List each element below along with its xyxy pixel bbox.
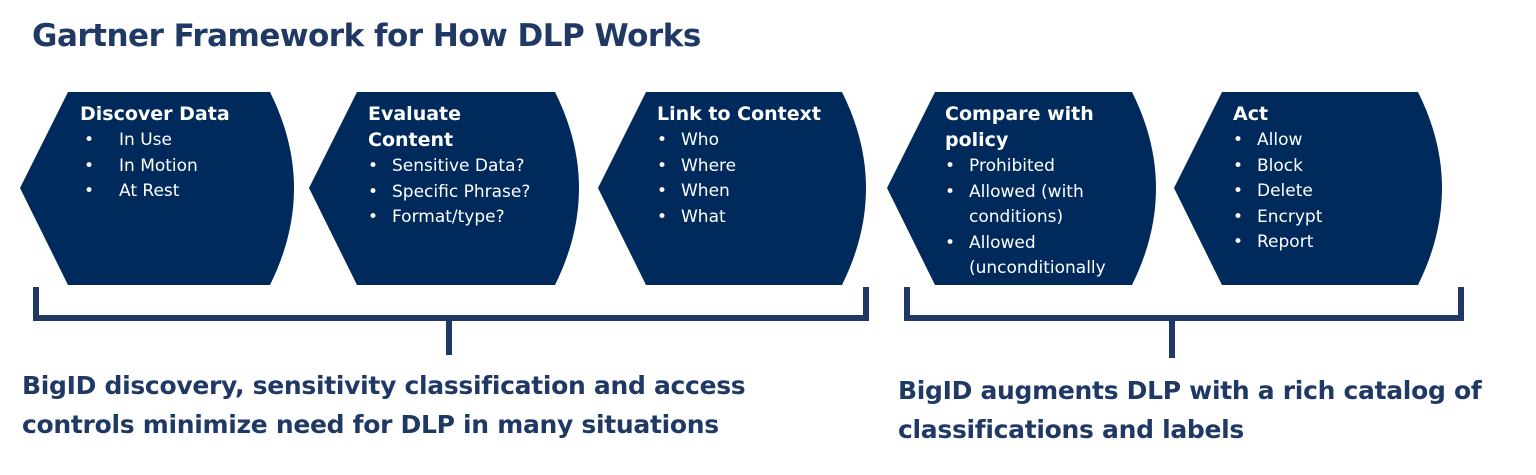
caption-line: BigID discovery, sensitivity classificat…: [22, 371, 746, 400]
left-bracket: [33, 287, 869, 321]
stage-heading-line: policy: [945, 129, 1009, 151]
list-item: At Rest: [80, 179, 280, 205]
stage-item-list: Allow Block Delete Encrypt Report: [1233, 128, 1423, 256]
list-item: Allow: [1233, 128, 1423, 154]
stage-heading: Link to Context: [657, 103, 821, 125]
list-item: Report: [1233, 230, 1423, 256]
stage-discover-data: Discover Data In Use In Motion At Rest: [80, 101, 280, 205]
caption-line: classifications and labels: [898, 415, 1245, 444]
diagram-title: Gartner Framework for How DLP Works: [32, 18, 701, 54]
stage-heading: Compare with policy: [945, 101, 1135, 153]
left-caption: BigID discovery, sensitivity classificat…: [22, 366, 882, 444]
list-item: Who: [657, 128, 857, 154]
list-item: When: [657, 179, 857, 205]
list-item: Block: [1233, 154, 1423, 180]
stage-act: Act Allow Block Delete Encrypt Report: [1233, 101, 1423, 256]
list-item: Sensitive Data?: [368, 154, 573, 180]
stage-item-list: In Use In Motion At Rest: [80, 128, 280, 205]
list-item: Delete: [1233, 179, 1423, 205]
right-caption: BigID augments DLP with a rich catalog o…: [898, 371, 1528, 449]
list-item: Specific Phrase?: [368, 180, 573, 206]
stage-heading: Evaluate Content: [368, 101, 573, 153]
list-item: Where: [657, 154, 857, 180]
stage-evaluate-content: Evaluate Content Sensitive Data? Specifi…: [368, 101, 573, 231]
stage-item-list: Sensitive Data? Specific Phrase? Format/…: [368, 154, 573, 231]
list-item: In Motion: [80, 154, 280, 180]
list-item: Prohibited: [945, 154, 1135, 180]
caption-line: controls minimize need for DLP in many s…: [22, 410, 719, 439]
list-item: Allowed (with conditions): [945, 180, 1135, 231]
list-item: Format/type?: [368, 205, 573, 231]
list-item: What: [657, 205, 857, 231]
right-bracket: [904, 287, 1464, 321]
stage-heading-line: Compare with: [945, 103, 1094, 125]
stage-heading: Act: [1233, 103, 1269, 125]
stage-item-list: Prohibited Allowed (with conditions) All…: [945, 154, 1135, 282]
stage-heading-line: Content: [368, 129, 454, 151]
stage-heading-line: Evaluate: [368, 103, 462, 125]
stage-heading: Discover Data: [80, 103, 230, 125]
caption-line: BigID augments DLP with a rich catalog o…: [898, 376, 1482, 405]
list-item: Encrypt: [1233, 205, 1423, 231]
stage-item-list: Who Where When What: [657, 128, 857, 230]
stage-compare-with-policy: Compare with policy Prohibited Allowed (…: [945, 101, 1135, 282]
list-item: Allowed (unconditionally: [945, 231, 1135, 282]
list-item: In Use: [80, 128, 280, 154]
stage-link-to-context: Link to Context Who Where When What: [657, 101, 857, 230]
